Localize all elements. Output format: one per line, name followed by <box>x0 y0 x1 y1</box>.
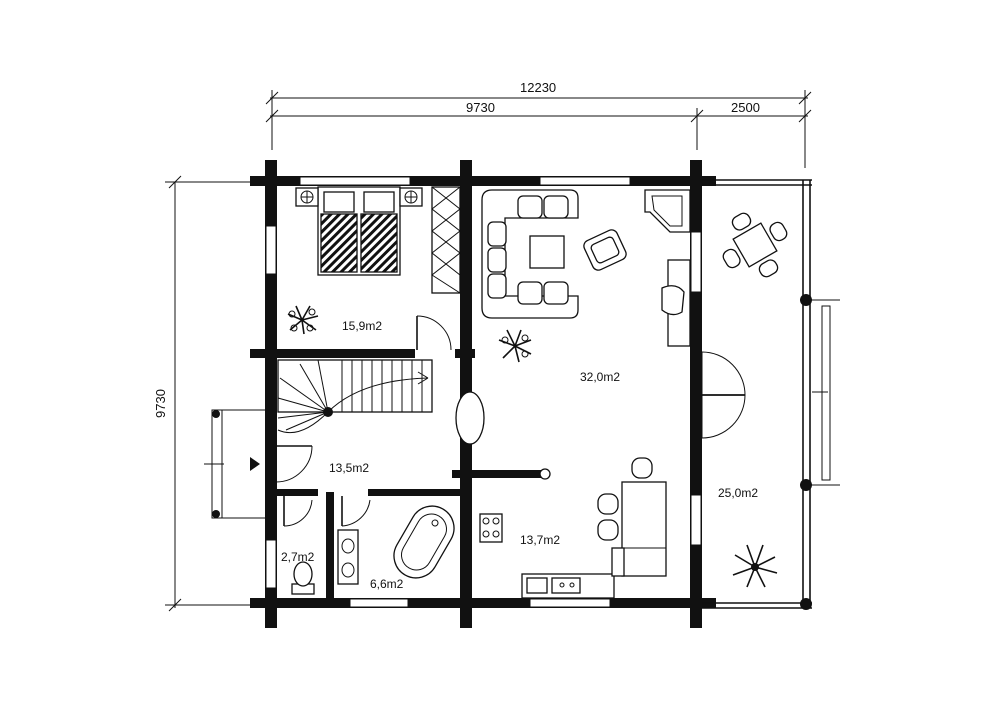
dim-height: 9730 <box>153 389 168 418</box>
area-terrace: 25,0m2 <box>718 486 758 500</box>
area-kitchen: 13,7m2 <box>520 533 560 547</box>
kitchen <box>479 457 667 599</box>
area-labels: 15,9m2 32,0m2 13,5m2 13,7m2 25,0m2 2,7m2… <box>281 319 758 591</box>
entrance-steps <box>204 409 265 519</box>
area-hall: 13,5m2 <box>329 461 369 475</box>
dim-terrace-width: 2500 <box>731 100 760 115</box>
bedroom <box>287 186 461 351</box>
dimension-lines <box>165 90 812 612</box>
bathroom <box>337 505 455 585</box>
dim-total-width: 12230 <box>520 80 556 95</box>
wc <box>291 561 315 595</box>
area-living: 32,0m2 <box>580 370 620 384</box>
dim-main-width: 9730 <box>466 100 495 115</box>
area-bathroom: 6,6m2 <box>370 577 404 591</box>
living-room <box>481 189 746 439</box>
windows <box>265 176 702 608</box>
terrace <box>702 179 840 610</box>
hall <box>275 359 485 527</box>
area-bedroom: 15,9m2 <box>342 319 382 333</box>
area-wc: 2,7m2 <box>281 550 315 564</box>
